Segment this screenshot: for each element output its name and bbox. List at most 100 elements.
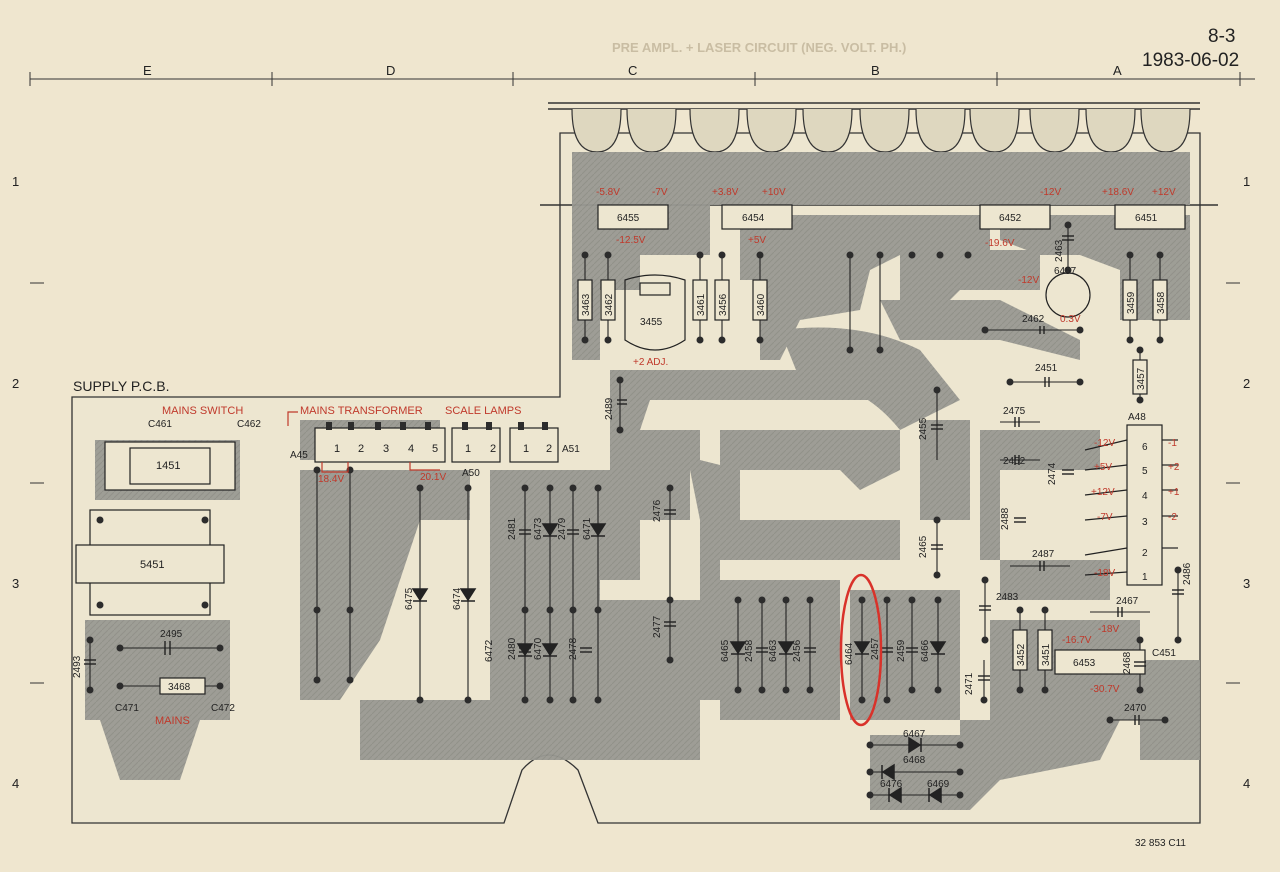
label-6473: 6473 <box>533 517 544 540</box>
grid-row-labels: 1 2 3 4 1 2 3 4 <box>12 174 1250 791</box>
label-2457: 2457 <box>870 637 881 660</box>
label-c472: C472 <box>211 703 235 714</box>
svg-text:1: 1 <box>1142 572 1148 583</box>
label-2459: 2459 <box>896 639 907 662</box>
grid-row-2-left: 2 <box>12 376 19 391</box>
diode-6468 <box>881 763 895 781</box>
capacitor-marks <box>519 235 1184 725</box>
svg-text:2: 2 <box>546 443 552 455</box>
svg-text:1: 1 <box>465 443 471 455</box>
mains-transformer-label: MAINS TRANSFORMER <box>300 405 423 417</box>
transistor-6457-body <box>1045 272 1091 318</box>
label-3452: 3452 <box>1016 643 1027 666</box>
diode-6465 <box>729 641 747 655</box>
label-3455: 3455 <box>640 317 663 328</box>
label-6475: 6475 <box>404 587 415 610</box>
label-2495: 2495 <box>160 629 183 640</box>
svg-text:5: 5 <box>1142 466 1148 477</box>
capacitor-2493 <box>84 659 96 665</box>
a48-right-3: +1 <box>1168 487 1180 498</box>
label-3463: 3463 <box>581 293 592 316</box>
label-3458: 3458 <box>1156 291 1167 314</box>
diode-6474 <box>459 588 477 602</box>
resistor-3468 <box>159 677 206 695</box>
revision-date: 1983-06-02 <box>1142 50 1240 71</box>
label-6476: 6476 <box>880 779 903 790</box>
label-2493: 2493 <box>72 655 83 678</box>
grid-row-4-left: 4 <box>12 776 19 791</box>
voltage-v1: -5.8V <box>596 187 620 198</box>
label-6470: 6470 <box>533 637 544 660</box>
voltage-v7: -12V <box>1040 187 1061 198</box>
regulator-6455-body <box>597 204 669 230</box>
diode-group <box>411 523 947 804</box>
label-2452: 2452 <box>1003 456 1026 467</box>
label-2475: 2475 <box>1003 406 1026 417</box>
diode-6466 <box>929 641 947 655</box>
diode-6469 <box>928 786 942 804</box>
svg-text:2: 2 <box>490 443 496 455</box>
grid-row-4-right: 4 <box>1243 776 1250 791</box>
voltage-v10: +12V <box>1152 187 1176 198</box>
a48-right-2: +2 <box>1168 462 1180 473</box>
voltage-v14: -30.7V <box>1090 684 1120 695</box>
voltage-v9: +18.6V <box>1102 187 1134 198</box>
transformer-5451-body <box>75 544 225 584</box>
label-2455: 2455 <box>918 417 929 440</box>
voltage-18-4: 18.4V <box>318 474 344 485</box>
label-6471: 6471 <box>582 517 593 540</box>
label-6464: 6464 <box>844 642 855 665</box>
label-2471: 2471 <box>964 672 975 695</box>
resistors <box>577 279 1168 671</box>
scale-lamps-label: SCALE LAMPS <box>445 405 521 417</box>
diode-6475 <box>411 588 429 602</box>
a48-right-1: -1 <box>1168 438 1177 449</box>
label-2477: 2477 <box>652 615 663 638</box>
label-a48: A48 <box>1128 412 1146 423</box>
voltage-v15: -18V <box>1098 624 1119 635</box>
label-3462: 3462 <box>604 293 615 316</box>
a48-left-4: -7V <box>1097 512 1113 523</box>
regulator-6453-body <box>1054 649 1146 675</box>
label-6469: 6469 <box>927 779 950 790</box>
voltage-v12: 0.3V <box>1060 314 1081 325</box>
diode-6472 <box>516 643 534 657</box>
adj-label: +2 ADJ. <box>633 357 668 368</box>
label-c471: C471 <box>115 703 139 714</box>
svg-text:6: 6 <box>1142 442 1148 453</box>
label-6455: 6455 <box>617 213 640 224</box>
regulator-6451-body <box>1114 204 1186 230</box>
svg-text:2: 2 <box>358 443 364 455</box>
a48-pin-voltages: -12V +5V +12V -7V -18V -1 +2 +1 -2 <box>1091 438 1180 579</box>
regulator-packages <box>597 204 1186 675</box>
grid-col-e: E <box>143 63 152 78</box>
grid-border <box>29 72 1255 684</box>
label-6466: 6466 <box>920 639 931 662</box>
label-2488: 2488 <box>1000 507 1011 530</box>
grid-column-labels: E D C B A <box>143 63 1122 78</box>
voltage-v13: -16.7V <box>1062 635 1092 646</box>
voltage-v5: +10V <box>762 187 786 198</box>
label-6463: 6463 <box>768 639 779 662</box>
a48-right-4: -2 <box>1168 512 1177 523</box>
label-2456: 2456 <box>792 639 803 662</box>
label-3456: 3456 <box>718 293 729 316</box>
label-2470: 2470 <box>1124 703 1147 714</box>
grid-col-a: A <box>1113 63 1122 78</box>
highlight-ellipse <box>839 573 883 727</box>
mains-label: MAINS <box>155 715 190 727</box>
label-a45: A45 <box>290 450 308 461</box>
mains-switch-label: MAINS SWITCH <box>162 405 243 417</box>
label-c462: C462 <box>237 419 261 430</box>
label-2476: 2476 <box>652 499 663 522</box>
diode-6471 <box>589 523 607 537</box>
svg-text:1: 1 <box>523 443 529 455</box>
voltage-v4: +3.8V <box>712 187 739 198</box>
label-6465: 6465 <box>720 639 731 662</box>
label-3459: 3459 <box>1126 291 1137 314</box>
grid-row-3-right: 3 <box>1243 576 1250 591</box>
svg-text:3: 3 <box>1142 517 1148 528</box>
label-5451: 5451 <box>140 559 164 571</box>
